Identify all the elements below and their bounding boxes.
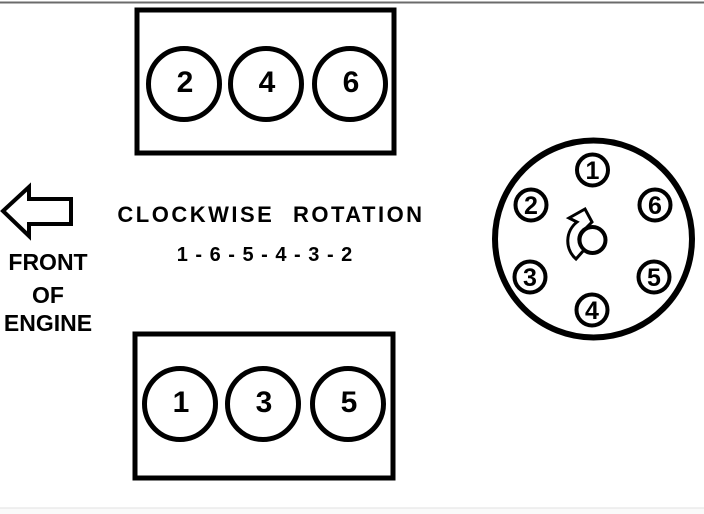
- terminal-circle: [512, 259, 548, 295]
- terminal-circle: [513, 187, 549, 223]
- front-arrow-icon: [0, 182, 73, 241]
- terminal-number: 5: [647, 264, 661, 292]
- bottom-bank: 1 3 5: [132, 331, 396, 481]
- terminal-circle: [636, 259, 672, 295]
- cylinder-number: 3: [256, 386, 273, 419]
- front-label-line3: ENGINE: [4, 310, 92, 336]
- terminal-number: 4: [585, 297, 599, 325]
- cylinder-number: 2: [177, 66, 194, 99]
- front-of-engine-label: FRONT OF ENGINE: [4, 249, 92, 336]
- front-label-line1: FRONT: [8, 249, 87, 275]
- clockwise-rotation-arrow-icon: [565, 206, 594, 262]
- cylinder-circle: [228, 46, 304, 122]
- bottom-strip: [0, 508, 704, 514]
- terminal-circle: [575, 152, 610, 188]
- cylinder-circle: [142, 366, 218, 442]
- cylinder-number: 6: [343, 66, 360, 99]
- terminal-number: 1: [586, 157, 600, 185]
- front-label-line2: OF: [32, 282, 64, 308]
- terminal-number: 2: [524, 192, 538, 220]
- cylinder-circle: [146, 46, 222, 122]
- distributor-cap: 1 2 6 3 5 4: [492, 137, 695, 341]
- firing-order: 1 - 6 - 5 - 4 - 3 - 2: [177, 244, 354, 266]
- cylinder-circle: [310, 366, 386, 442]
- cylinder-number: 4: [259, 66, 276, 99]
- cylinder-circle: [312, 46, 388, 122]
- bottom-divider: [0, 507, 704, 509]
- terminal-number: 3: [523, 264, 537, 292]
- cylinder-number: 5: [341, 386, 358, 419]
- terminal-number: 6: [648, 192, 662, 220]
- top-bank: 2 4 6: [134, 7, 397, 156]
- terminal-circle: [637, 187, 673, 223]
- top-divider: [0, 1, 704, 4]
- cylinder-number: 1: [173, 386, 190, 419]
- rotation-label: CLOCKWISE ROTATION: [117, 202, 424, 227]
- terminal-circle: [574, 292, 610, 328]
- cylinder-circle: [225, 366, 301, 442]
